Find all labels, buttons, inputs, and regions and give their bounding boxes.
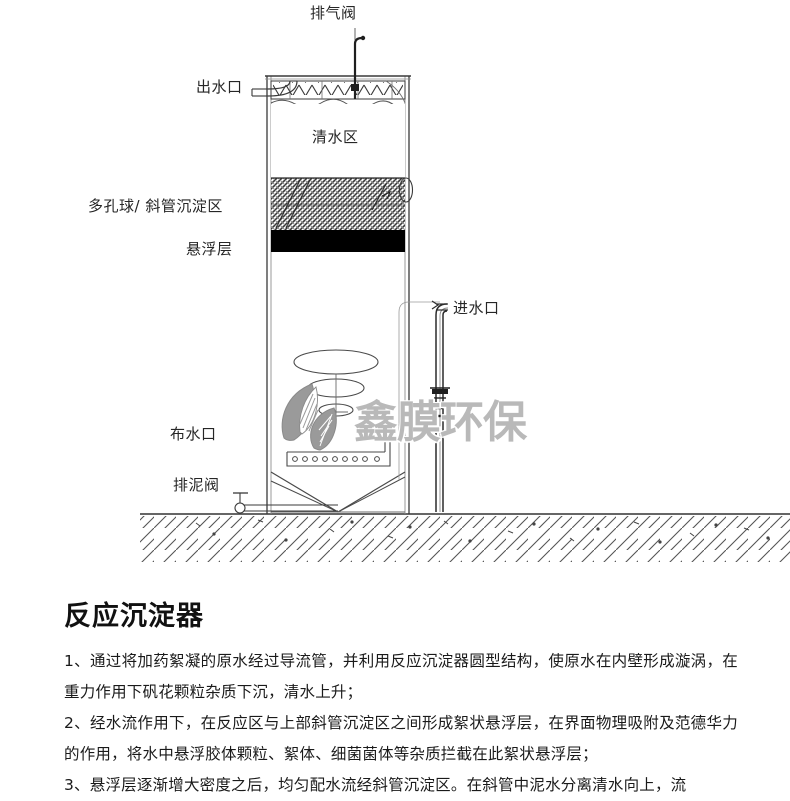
suspended-sludge-layer: [271, 230, 405, 252]
reaction-zone: [272, 252, 404, 450]
article-paragraph: 1、通过将加药絮凝的原水经过导流管，并利用反应沉淀器圆型结构，使原水在内壁形成漩…: [64, 651, 738, 701]
water-distributor-manifold: [286, 434, 391, 467]
hopper-bottom: [270, 471, 406, 513]
tube-settler-zone: [271, 177, 414, 230]
exhaust-valve-label: 排气阀: [310, 4, 357, 22]
clear-water-zone: [271, 104, 405, 178]
exhaust-valve-riser: [351, 35, 366, 99]
water-inlet-pipe: [398, 300, 450, 512]
article-paragraph: 2、经水流作用下，在反应区与上部斜管沉淀区之间形成絮状悬浮层，在界面物理吸附及范…: [64, 713, 738, 763]
water-outlet-pipe: [251, 80, 298, 97]
ground-line-group: [140, 513, 790, 564]
water-inlet-label: 进水口: [453, 299, 500, 317]
clear-water-zone-label: 清水区: [312, 128, 359, 146]
article-text-block: 反应沉淀器 1、通过将加药絮凝的原水经过导流管，并利用反应沉淀器圆型结构，使原水…: [0, 580, 790, 800]
effluent-weir-trough: [270, 80, 406, 100]
equipment-diagram: 鑫膜环保 排气阀 出水口 清水区 多孔球/ 斜管沉淀区 悬浮层 进水口 布水口 …: [88, 4, 790, 564]
suspended-layer-label: 悬浮层: [186, 240, 233, 258]
sludge-valve-label: 排泥阀: [173, 476, 220, 494]
water-surface-line: [270, 98, 396, 109]
article-paragraph: 3、悬浮层逐渐增大密度之后，均匀配水流经斜管沉淀区。在斜管中泥水分离清水向上，流: [64, 775, 687, 794]
reaction-settler-schematic: [140, 28, 790, 564]
water-outlet-label: 出水口: [196, 78, 243, 96]
page-title: 反应沉淀器: [64, 601, 204, 632]
sludge-discharge-valve: [233, 492, 338, 514]
water-distributor-label: 布水口: [170, 425, 217, 443]
tube-settler-zone-label: 多孔球/ 斜管沉淀区: [88, 197, 223, 215]
